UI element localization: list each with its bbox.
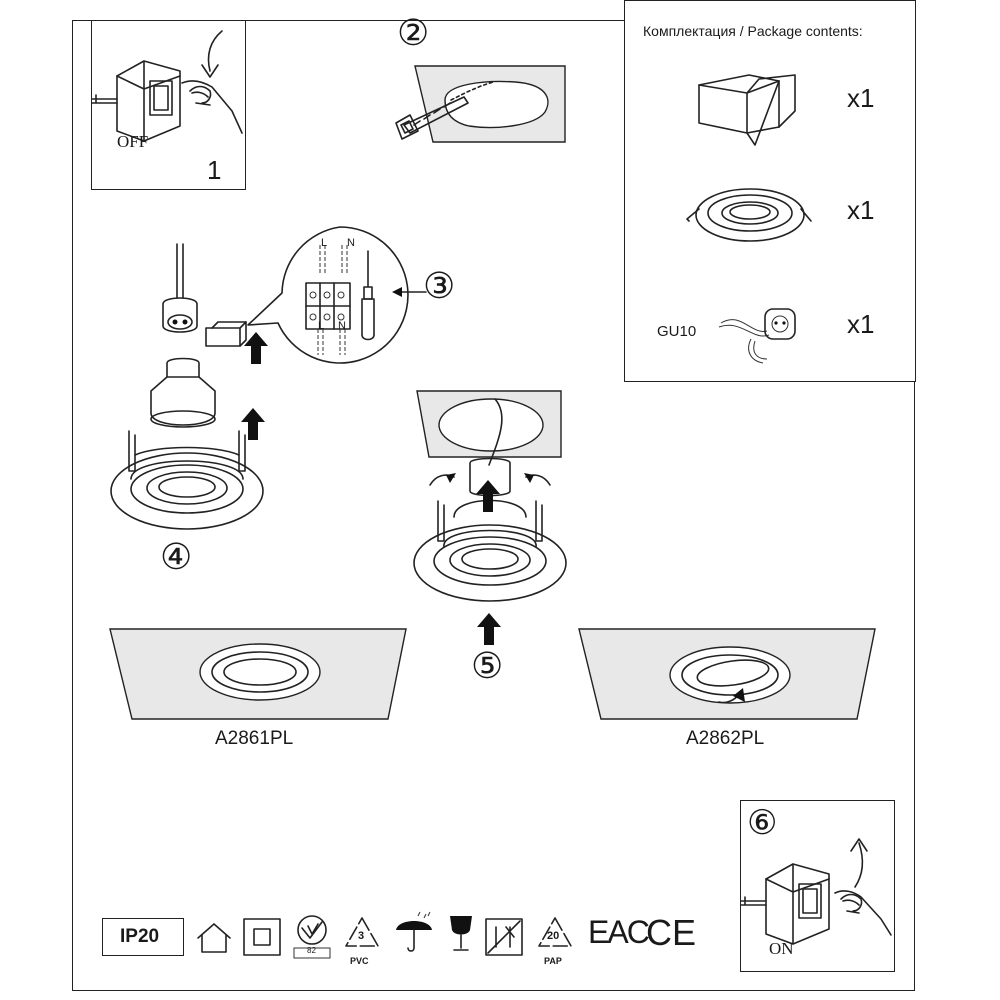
ce-mark: CE xyxy=(646,912,697,953)
recycle-pap-label: PAP xyxy=(544,956,562,966)
indoor-house-icon xyxy=(197,923,231,953)
fragile-glass-icon xyxy=(450,916,472,951)
recycle-pvc-number: 3 xyxy=(358,930,365,942)
curved-arrow-icon-2 xyxy=(850,838,868,888)
step-5-number: ⑤ xyxy=(471,645,504,686)
wire-n-label: N xyxy=(347,237,355,249)
recycle-pap-number: 20 xyxy=(547,930,560,942)
ip20-badge: IP20 xyxy=(102,918,184,956)
step-2-number: ② xyxy=(397,12,430,53)
up-arrow-icon-3 xyxy=(476,480,500,512)
recycle-pvc-label: PVC xyxy=(350,956,369,966)
box-icon xyxy=(698,74,796,146)
certification-code: 82 xyxy=(307,946,316,955)
package-title: Комплектация / Package contents: xyxy=(643,23,863,39)
model-a2862pl-panel xyxy=(578,628,876,720)
step-6-panel: ⑥ ON xyxy=(740,800,895,972)
jigsaw-icon xyxy=(395,96,469,140)
package-contents-panel: Комплектация / Package contents: x1 x1 G… xyxy=(624,0,916,382)
step-3-number: ③ xyxy=(423,265,456,306)
step-6-number: ⑥ xyxy=(747,804,778,842)
package-qty-1: x1 xyxy=(847,83,875,113)
gu10-lamp-icon xyxy=(150,357,216,428)
model-a2862pl-label: A2862PL xyxy=(686,728,765,749)
model-a2861pl-panel xyxy=(109,628,407,720)
terminal-block-small xyxy=(205,321,247,347)
socket-cable xyxy=(162,243,198,333)
gu10-label: GU10 xyxy=(657,323,697,340)
up-arrow-icon-2 xyxy=(241,408,265,440)
pointer-arrow-icon xyxy=(392,287,427,297)
up-arrow-icon-4 xyxy=(477,613,501,645)
ip20-label: IP20 xyxy=(120,926,160,947)
certification-mark-icon xyxy=(293,915,331,959)
wiring-detail-circle xyxy=(247,226,409,364)
up-arrow-icon xyxy=(244,332,268,364)
step-1-panel: OFF 1 xyxy=(91,20,246,190)
wall-switch-icon xyxy=(91,60,243,142)
keep-dry-umbrella-icon xyxy=(396,911,432,952)
rotate-arrow-icon xyxy=(718,688,745,704)
terminal-n-label: N xyxy=(338,320,346,332)
recycle-pvc-icon xyxy=(345,917,379,947)
spring-clip-arrow-right xyxy=(524,473,551,486)
recycle-pap-icon xyxy=(538,917,572,947)
fixture-ring-step4 xyxy=(110,430,264,530)
downlight-ring-icon xyxy=(686,188,812,242)
curved-arrow-icon xyxy=(201,30,223,78)
step-4-number: ④ xyxy=(160,536,193,577)
wire-l-label: L xyxy=(321,237,328,249)
eac-mark: EAC xyxy=(588,914,650,950)
wall-switch-icon-2 xyxy=(740,863,892,945)
no-food-contact-icon xyxy=(485,918,523,956)
class-ii-icon xyxy=(243,918,281,956)
package-qty-2: x1 xyxy=(847,195,875,225)
instruction-sheet xyxy=(72,20,915,991)
off-label: OFF xyxy=(117,132,149,151)
model-a2861pl-label: A2861PL xyxy=(215,728,294,749)
step-1-number: 1 xyxy=(207,155,222,185)
spring-clip-arrow-left xyxy=(429,473,456,486)
terminal-l-label: L xyxy=(318,320,325,332)
on-label: ON xyxy=(769,939,794,958)
package-qty-3: x1 xyxy=(847,309,875,339)
ceiling-hole-step5 xyxy=(416,390,562,466)
gu10-socket-icon xyxy=(718,308,796,364)
